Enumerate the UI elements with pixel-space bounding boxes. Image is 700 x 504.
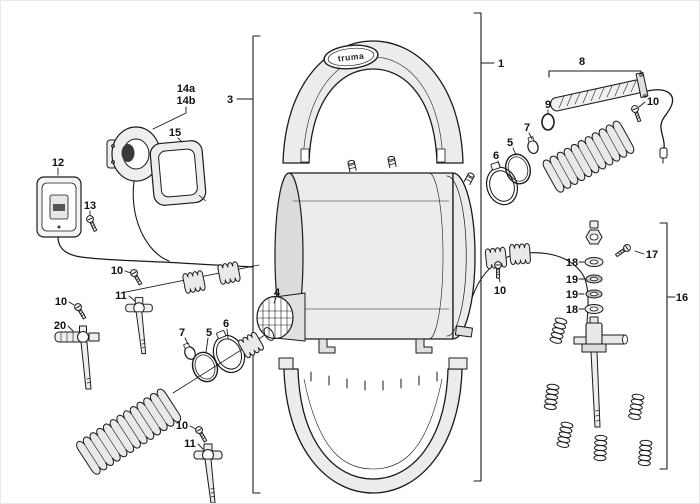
panel-led [57,225,61,229]
bracket-line-part3 [252,35,261,494]
callout-1: 1 [498,58,504,70]
callout-6-bottom: 6 [223,318,229,330]
screw-17 [613,242,633,259]
callout-7-top: 7 [524,122,530,134]
port-seal [263,327,275,341]
callout-14b: 14b [177,95,196,107]
seal-19-bottom [585,289,603,299]
valve-cap [589,220,599,229]
tank-stud [463,171,476,186]
callout-19-top: 19 [566,274,578,286]
drain-valve-body [573,316,628,428]
element-plug [659,147,668,159]
corrugated-hose-top-right [542,120,635,193]
safety-valve-11-mid [125,297,153,355]
vent-cowl-cable [132,180,170,262]
callout-19-bottom: 19 [566,289,578,301]
cowl-flap [121,144,135,162]
brand-logo-text: truma [337,51,365,64]
spring [548,316,568,345]
callout-labels: 3 1 8 9 10 7 5 6 12 13 14a 14b 15 4 10 1… [52,56,688,450]
hex-nut [585,229,603,245]
callout-14a: 14a [177,83,196,95]
spring [593,434,608,462]
callout-10-bottom: 10 [176,420,188,432]
element-cable [646,89,674,149]
seal-19-top [585,274,603,284]
top-cover: truma [282,40,464,164]
water-tank [274,155,476,354]
callout-16: 16 [676,292,688,304]
callout-11-bottom: 11 [184,438,196,450]
o-ring-shape [541,113,555,131]
bracket-line-part1 [473,12,482,482]
screw-10-bottom [193,424,209,444]
tank-stud [347,159,357,173]
tank-foot-left [318,338,336,354]
callout-17: 17 [646,249,658,261]
screw-13 [84,213,100,233]
bracket-line-part8 [548,70,642,78]
washer-18-top [584,257,604,267]
callout-6-top: 6 [493,150,499,162]
elbow-valve-20 [54,325,100,390]
vent-cowl [106,126,161,182]
hose-adapter [508,242,532,266]
callout-10-far-left: 10 [55,296,67,308]
spring [627,392,645,421]
hose-adapter [216,260,242,286]
tank-foot-right [415,338,433,354]
bracket-line-part16 [659,222,668,470]
callout-leaders [57,62,676,450]
hose-clip-7-bottom [180,341,198,362]
washer-18-bottom [584,304,604,314]
safety-valve-11-bottom [193,443,223,503]
callout-12: 12 [52,157,64,169]
spring [555,420,574,449]
brand-logo: truma [323,44,379,70]
callout-8: 8 [579,56,585,68]
callout-18-bottom: 18 [566,304,578,316]
callout-4: 4 [274,287,281,299]
mounting-frame [149,140,207,206]
screw-10-far-left [72,301,88,321]
callout-13: 13 [84,200,96,212]
spring [543,383,560,411]
callout-18-top: 18 [566,257,578,269]
callout-10-element: 10 [647,96,659,108]
tank-mount-plate [454,325,473,338]
tank-stud [387,155,397,169]
callout-11-mid: 11 [115,290,127,302]
callout-10-center: 10 [494,285,506,297]
corrugated-hose-bottom-left [76,388,182,475]
callout-5-bottom: 5 [206,327,212,339]
callout-10-mid: 10 [111,265,123,277]
callout-15: 15 [169,127,181,139]
screw-10-center [494,261,502,279]
control-panel [36,176,82,238]
artwork: truma [36,12,688,503]
hose-clip-7 [524,135,541,156]
callout-9: 9 [545,99,551,111]
heat-exchanger-port [256,292,306,342]
screw-10-element [630,104,644,123]
callout-7-bottom: 7 [179,327,185,339]
screw-10-mid [128,267,144,287]
panel-switch-knob [53,204,65,211]
hose-adapter [181,269,207,295]
callout-20: 20 [54,320,66,332]
callout-3: 3 [227,94,233,106]
spring [637,439,653,467]
callout-5-top: 5 [507,137,513,149]
heating-element [550,72,674,164]
bottom-casing [278,357,468,494]
